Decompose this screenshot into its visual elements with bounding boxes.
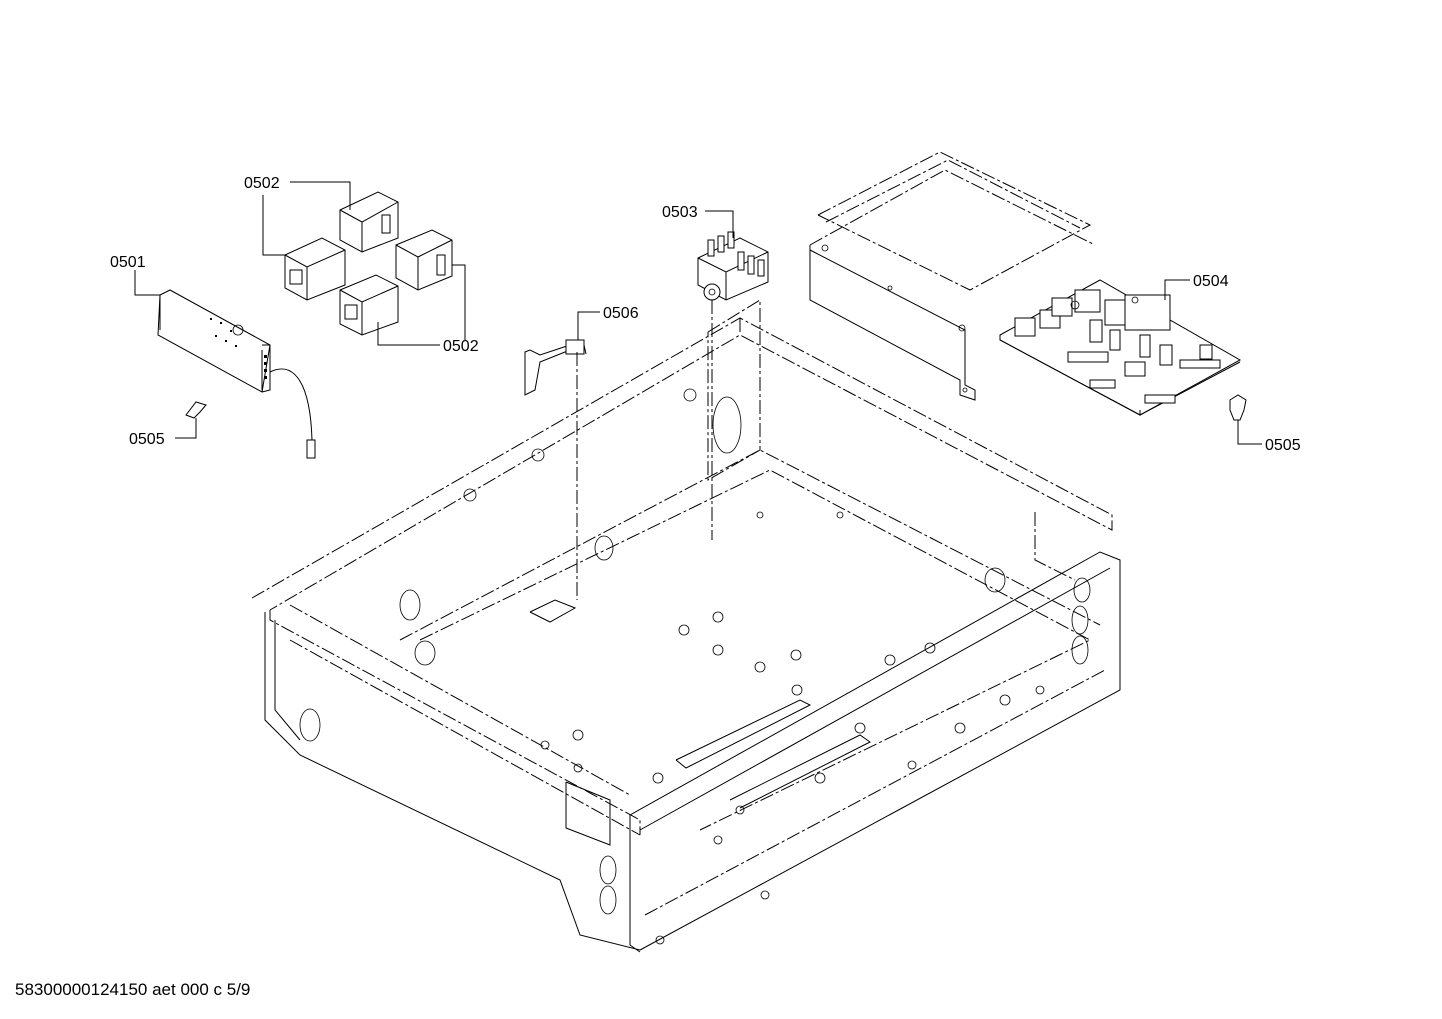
- leader-lines: [134, 181, 1262, 600]
- part-0505-clip-right: [1229, 394, 1247, 428]
- part-0503-terminal-block: [697, 231, 769, 301]
- callout-0506: 0506: [603, 305, 639, 322]
- cover-plate: [809, 151, 1096, 401]
- callout-0504: 0504: [1193, 273, 1229, 290]
- part-0504-main-pcb: [999, 279, 1242, 416]
- callout-0505-left: 0505: [129, 431, 165, 448]
- part-0502-relays: [284, 191, 453, 336]
- callout-0502-top: 0502: [244, 175, 280, 192]
- callout-labels: 0501 0502 0502 0503 0504 0505 0505 0506: [110, 175, 1301, 454]
- drawing-reference-footer: 58300000124150 aet 000 c 5/9: [15, 980, 251, 999]
- callout-0502-bottom: 0502: [443, 338, 479, 355]
- callout-0505-right: 0505: [1265, 437, 1301, 454]
- part-0501-pcb: [157, 289, 316, 459]
- callout-0501: 0501: [110, 254, 146, 271]
- chassis-housing: [251, 299, 1121, 953]
- callout-0503: 0503: [662, 204, 698, 221]
- part-0506-sensor: [524, 339, 587, 396]
